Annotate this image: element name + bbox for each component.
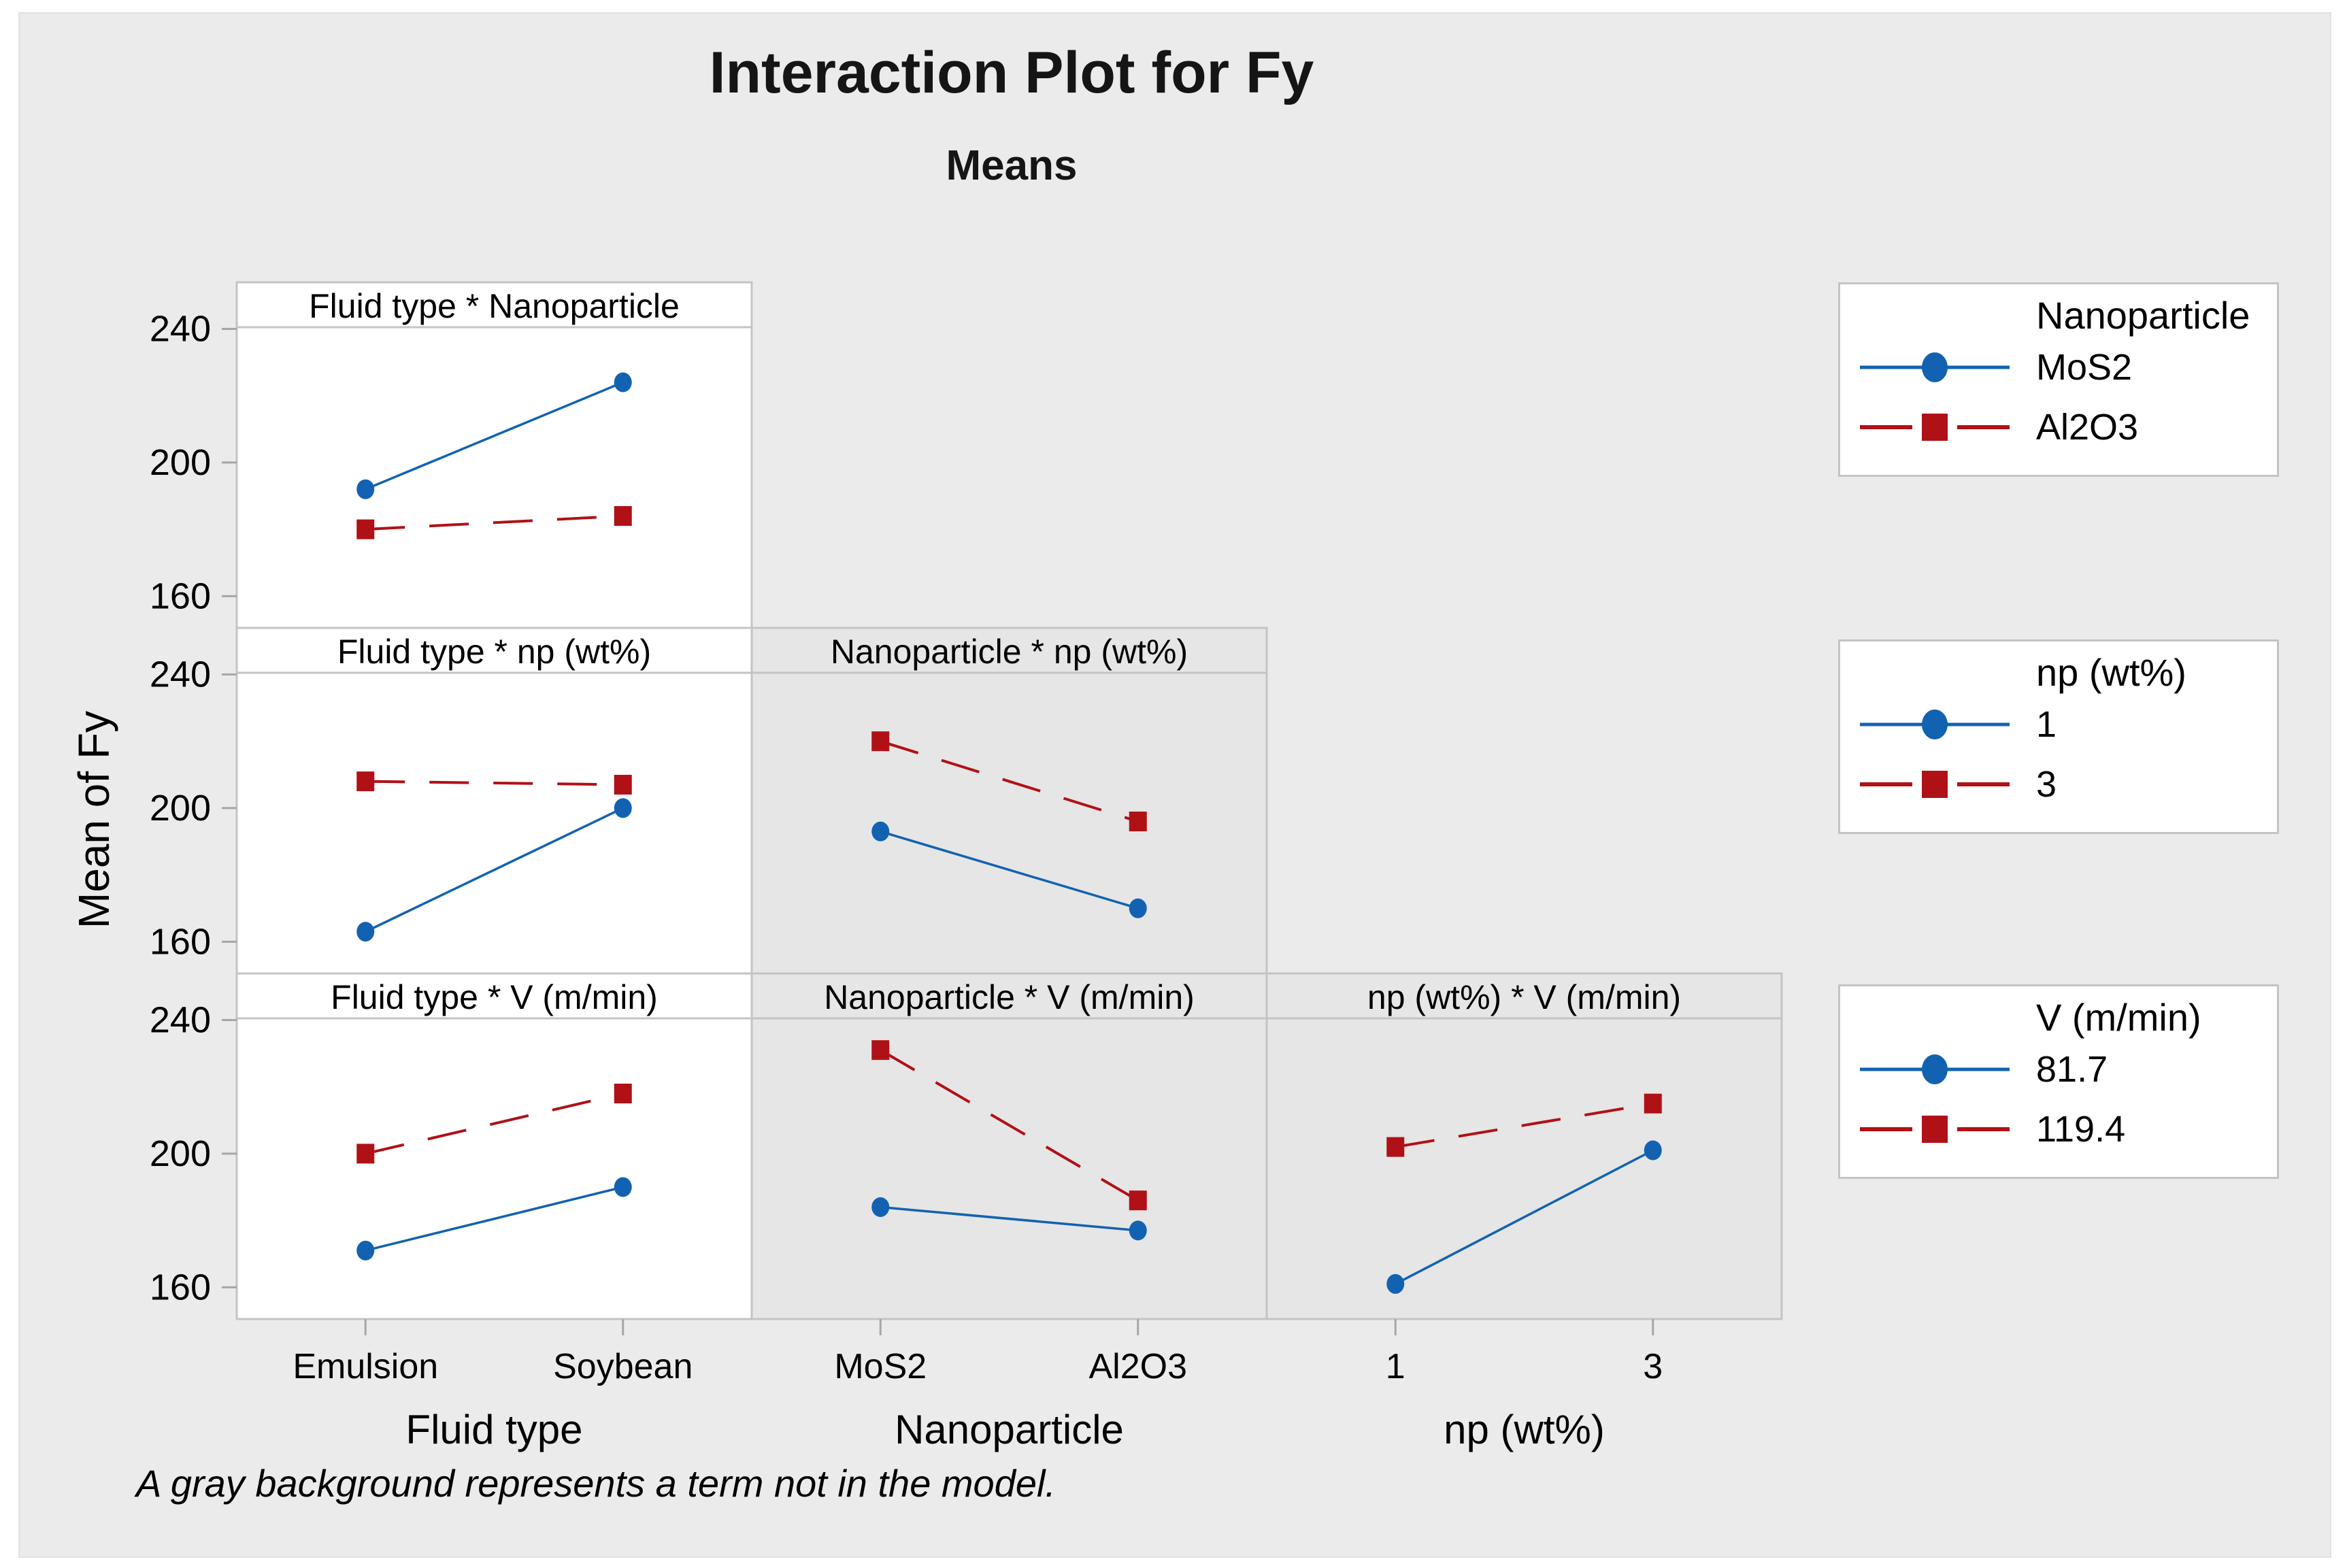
data-point-square [871,731,890,752]
panel-title: Fluid type * V (m/min) [331,978,658,1016]
data-point-square [614,775,632,795]
data-point-circle [1644,1140,1662,1161]
panel-title: Fluid type * np (wt%) [337,633,651,671]
legend-entry: 3 [1840,754,2277,814]
series-line-81-7 [365,1186,624,1252]
y-tick-label: 240 [150,999,211,1040]
data-point-circle [871,821,890,841]
legend-np-wt[interactable]: np (wt%) 1 3 [1838,639,2279,834]
panel-nanoparticle-np-wt[interactable]: Nanoparticle * np (wt%) [750,627,1268,975]
data-point-square [356,1144,375,1164]
x-category-label: 3 [1643,1347,1663,1386]
series-line-al2o3 [365,514,623,531]
red-square-dashed-line-icon [1860,1116,2010,1143]
panel-np-wt-v-m-min[interactable]: np (wt%) * V (m/min) [1265,972,1783,1320]
panel-fluid-type-nanoparticle[interactable]: Fluid type * Nanoparticle [235,281,753,629]
legend-entry-label: 1 [2036,704,2057,745]
y-axis-title: Mean of Fy [69,710,118,929]
data-point-circle [356,479,375,499]
data-point-square [356,771,375,792]
y-tick-label: 160 [150,921,211,962]
data-point-circle [614,372,632,393]
y-tick-label: 160 [150,576,211,616]
legend-entry: MoS2 [1840,337,2277,397]
data-point-circle [1129,1220,1147,1241]
x-axis-title: Nanoparticle [895,1407,1124,1452]
panel-title: Fluid type * Nanoparticle [309,287,680,325]
data-point-square [356,519,375,539]
data-point-circle [356,1240,375,1261]
x-category-label: Emulsion [293,1347,438,1386]
chart-subtitle: Means [946,142,1078,189]
legend-entry: 1 [1840,695,2277,754]
data-point-square [1386,1137,1405,1157]
series-line-3 [365,780,623,786]
series-line-1 [365,807,624,933]
legend-entry: 119.4 [1840,1099,2277,1159]
series-line-mos2 [365,381,624,490]
x-axis-title: np (wt%) [1444,1407,1605,1452]
y-tick-label: 160 [150,1267,211,1307]
blue-circle-solid-line-icon [1860,1054,2010,1084]
red-square-dashed-line-icon [1860,414,2010,441]
legend-nanoparticle[interactable]: Nanoparticle MoS2 Al2O3 [1838,282,2279,477]
legend-entry-label: MoS2 [2036,347,2133,388]
panel-title: np (wt%) * V (m/min) [1367,978,1681,1016]
legend-title: np (wt%) [2036,651,2186,694]
gray-background-footnote: A gray background represents a term not … [136,1462,1056,1505]
data-point-circle [1386,1273,1405,1294]
legend-v-m-min[interactable]: V (m/min) 81.7 119.4 [1838,984,2279,1179]
series-line-3 [880,739,1139,823]
panel-fluid-type-np-wt[interactable]: Fluid type * np (wt%) [235,627,753,975]
x-axis-title: Fluid type [405,1407,582,1452]
y-tick-label: 240 [150,654,211,695]
legend-entry: Al2O3 [1840,397,2277,457]
data-point-square [614,505,632,526]
x-category-label: Soybean [553,1347,693,1386]
x-category-label: Al2O3 [1088,1347,1187,1386]
panel-title: Nanoparticle * V (m/min) [824,978,1195,1016]
legend-entry: 81.7 [1840,1039,2277,1099]
y-tick-label: 240 [150,308,211,349]
y-tick-label: 200 [150,442,211,483]
x-category-label: 1 [1386,1347,1405,1386]
data-point-circle [871,1197,890,1217]
blue-circle-solid-line-icon [1860,710,2010,739]
data-point-square [614,1084,632,1103]
data-point-square [871,1040,890,1061]
data-point-square [1644,1093,1662,1114]
legend-entry-label: 81.7 [2036,1049,2108,1090]
series-line-81-7 [1395,1149,1654,1285]
legend-entry-label: 3 [2036,764,2057,805]
series-line-119-4 [1395,1102,1654,1149]
data-point-circle [614,1177,632,1197]
series-line-119-4 [880,1048,1139,1202]
legend-entry-label: 119.4 [2036,1109,2126,1150]
x-category-label: MoS2 [834,1347,927,1386]
blue-circle-solid-line-icon [1860,352,2010,382]
series-line-119-4 [365,1092,624,1155]
panel-title: Nanoparticle * np (wt%) [831,633,1188,671]
data-point-circle [1129,898,1147,918]
y-tick-label: 200 [150,788,211,829]
series-line-1 [880,830,1139,910]
data-point-square [1129,1190,1147,1211]
y-tick-label: 200 [150,1133,211,1174]
data-point-square [1129,812,1147,832]
data-point-circle [614,798,632,818]
data-point-circle [356,922,375,942]
series-line-81-7 [880,1205,1138,1232]
legend-title: V (m/min) [2036,996,2201,1039]
chart-title: Interaction Plot for Fy [709,40,1314,105]
legend-title: Nanoparticle [2036,294,2250,337]
red-square-dashed-line-icon [1860,771,2010,798]
panel-nanoparticle-v-m-min[interactable]: Nanoparticle * V (m/min) [750,972,1268,1320]
panel-fluid-type-v-m-min[interactable]: Fluid type * V (m/min) [235,972,753,1320]
legend-entry-label: Al2O3 [2036,407,2139,448]
